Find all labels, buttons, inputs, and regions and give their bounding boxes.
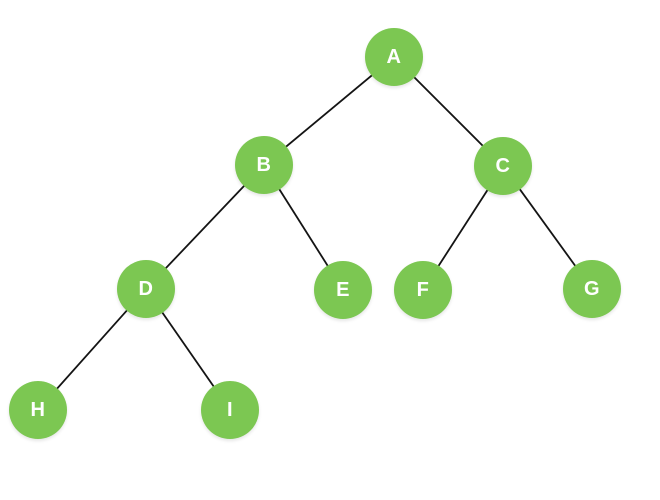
tree-node-e: E [314,261,372,319]
tree-node-a: A [365,28,423,86]
tree-node-d: D [117,260,175,318]
tree-node-f: F [394,261,452,319]
tree-node-i: I [201,381,259,439]
tree-node-g: G [563,260,621,318]
tree-node-h: H [9,381,67,439]
tree-node-c: C [474,137,532,195]
tree-node-b: B [235,136,293,194]
